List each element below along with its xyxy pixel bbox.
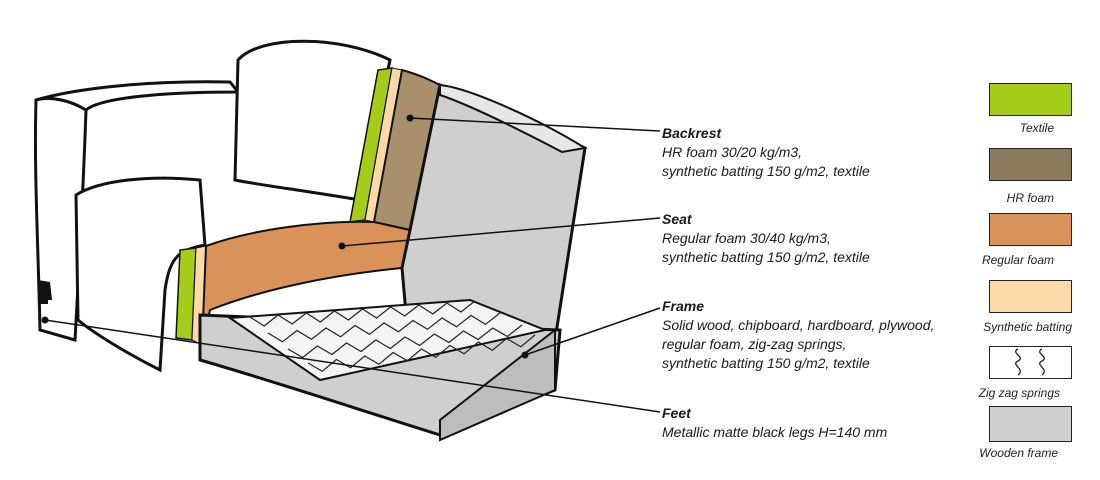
callout-feet-title: Feet xyxy=(662,405,691,421)
spring-row xyxy=(267,312,501,343)
leader-dot-seat xyxy=(338,242,346,250)
callout-frame-line-3: synthetic batting 150 g/m2, textile xyxy=(662,355,870,371)
leader-feet xyxy=(44,319,661,413)
legend-swatch-synthetic-batting xyxy=(989,280,1072,313)
callout-feet-line-1: Metallic matte black legs H=140 mm xyxy=(662,424,888,440)
spring-row xyxy=(287,324,523,359)
callout-backrest: Backrest HR foam 30/20 kg/m3, synthetic … xyxy=(662,124,870,181)
callout-feet: Feet Metallic matte black legs H=140 mm xyxy=(662,404,887,442)
leader-dot-frame xyxy=(521,351,529,359)
leader-dot-feet xyxy=(41,316,49,324)
leader-backrest xyxy=(409,117,661,132)
legend-label-wooden-frame: Wooden frame xyxy=(979,446,1058,460)
back-cushion-left xyxy=(233,39,392,202)
leader-frame xyxy=(524,307,661,356)
leader-dot-backrest xyxy=(406,114,414,122)
leader-seat xyxy=(341,217,661,247)
callout-seat-line-2: synthetic batting 150 g/m2, textile xyxy=(662,249,870,265)
callout-backrest-title: Backrest xyxy=(662,125,722,141)
callout-seat-title: Seat xyxy=(662,211,692,227)
legend-swatch-wooden-frame xyxy=(989,406,1072,442)
legend-label-hr-foam: HR foam xyxy=(1006,191,1054,205)
legend-swatch-zig-zag-springs xyxy=(989,346,1072,379)
callout-frame-line-1: Solid wood, chipboard, hardboard, plywoo… xyxy=(662,317,935,333)
legend-label-synthetic-batting: Synthetic batting xyxy=(983,320,1072,334)
legend-swatch-hr-foam xyxy=(989,148,1072,181)
spring-row xyxy=(249,300,476,327)
callout-frame-line-2: regular foam, zig-zag springs, xyxy=(662,336,847,352)
callout-frame-title: Frame xyxy=(662,298,705,314)
callout-backrest-line-2: synthetic batting 150 g/m2, textile xyxy=(662,163,870,179)
legend-swatch-regular-foam xyxy=(989,213,1072,246)
armrest-top xyxy=(35,80,242,112)
legend-swatch-textile xyxy=(989,83,1072,116)
frame-right-top xyxy=(439,83,588,154)
callout-backrest-line-1: HR foam 30/20 kg/m3, xyxy=(662,144,803,160)
left-leg xyxy=(39,282,48,304)
legend-label-textile: Textile xyxy=(1019,121,1054,135)
callout-frame: Frame Solid wood, chipboard, hardboard, … xyxy=(662,297,934,373)
legend-label-regular-foam: Regular foam xyxy=(981,253,1054,267)
spring-symbol-icon xyxy=(1015,348,1045,376)
callout-seat: Seat Regular foam 30/40 kg/m3, synthetic… xyxy=(662,210,870,267)
legend-label-zig-zag-springs: Zig zag springs xyxy=(978,386,1060,400)
callout-seat-line-1: Regular foam 30/40 kg/m3, xyxy=(662,230,831,246)
